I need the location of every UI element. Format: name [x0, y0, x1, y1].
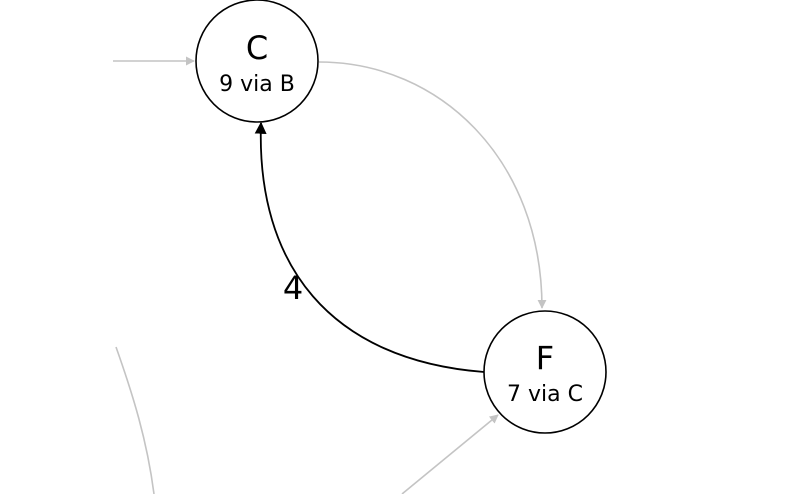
node-f[interactable]: F 7 via C — [483, 310, 607, 434]
edge-f-to-c — [254, 121, 485, 373]
edge-weight-f-to-c: 4 — [283, 269, 303, 307]
edge-c-to-f — [318, 61, 547, 309]
node-f-info: 7 via C — [507, 382, 583, 407]
edge-incoming-f — [401, 414, 499, 494]
node-f-name: F — [536, 339, 554, 377]
edge-faint-lower-left — [115, 346, 155, 494]
node-c-info: 9 via B — [219, 72, 295, 97]
node-c[interactable]: C 9 via B — [195, 0, 319, 123]
node-c-name: C — [246, 29, 268, 67]
